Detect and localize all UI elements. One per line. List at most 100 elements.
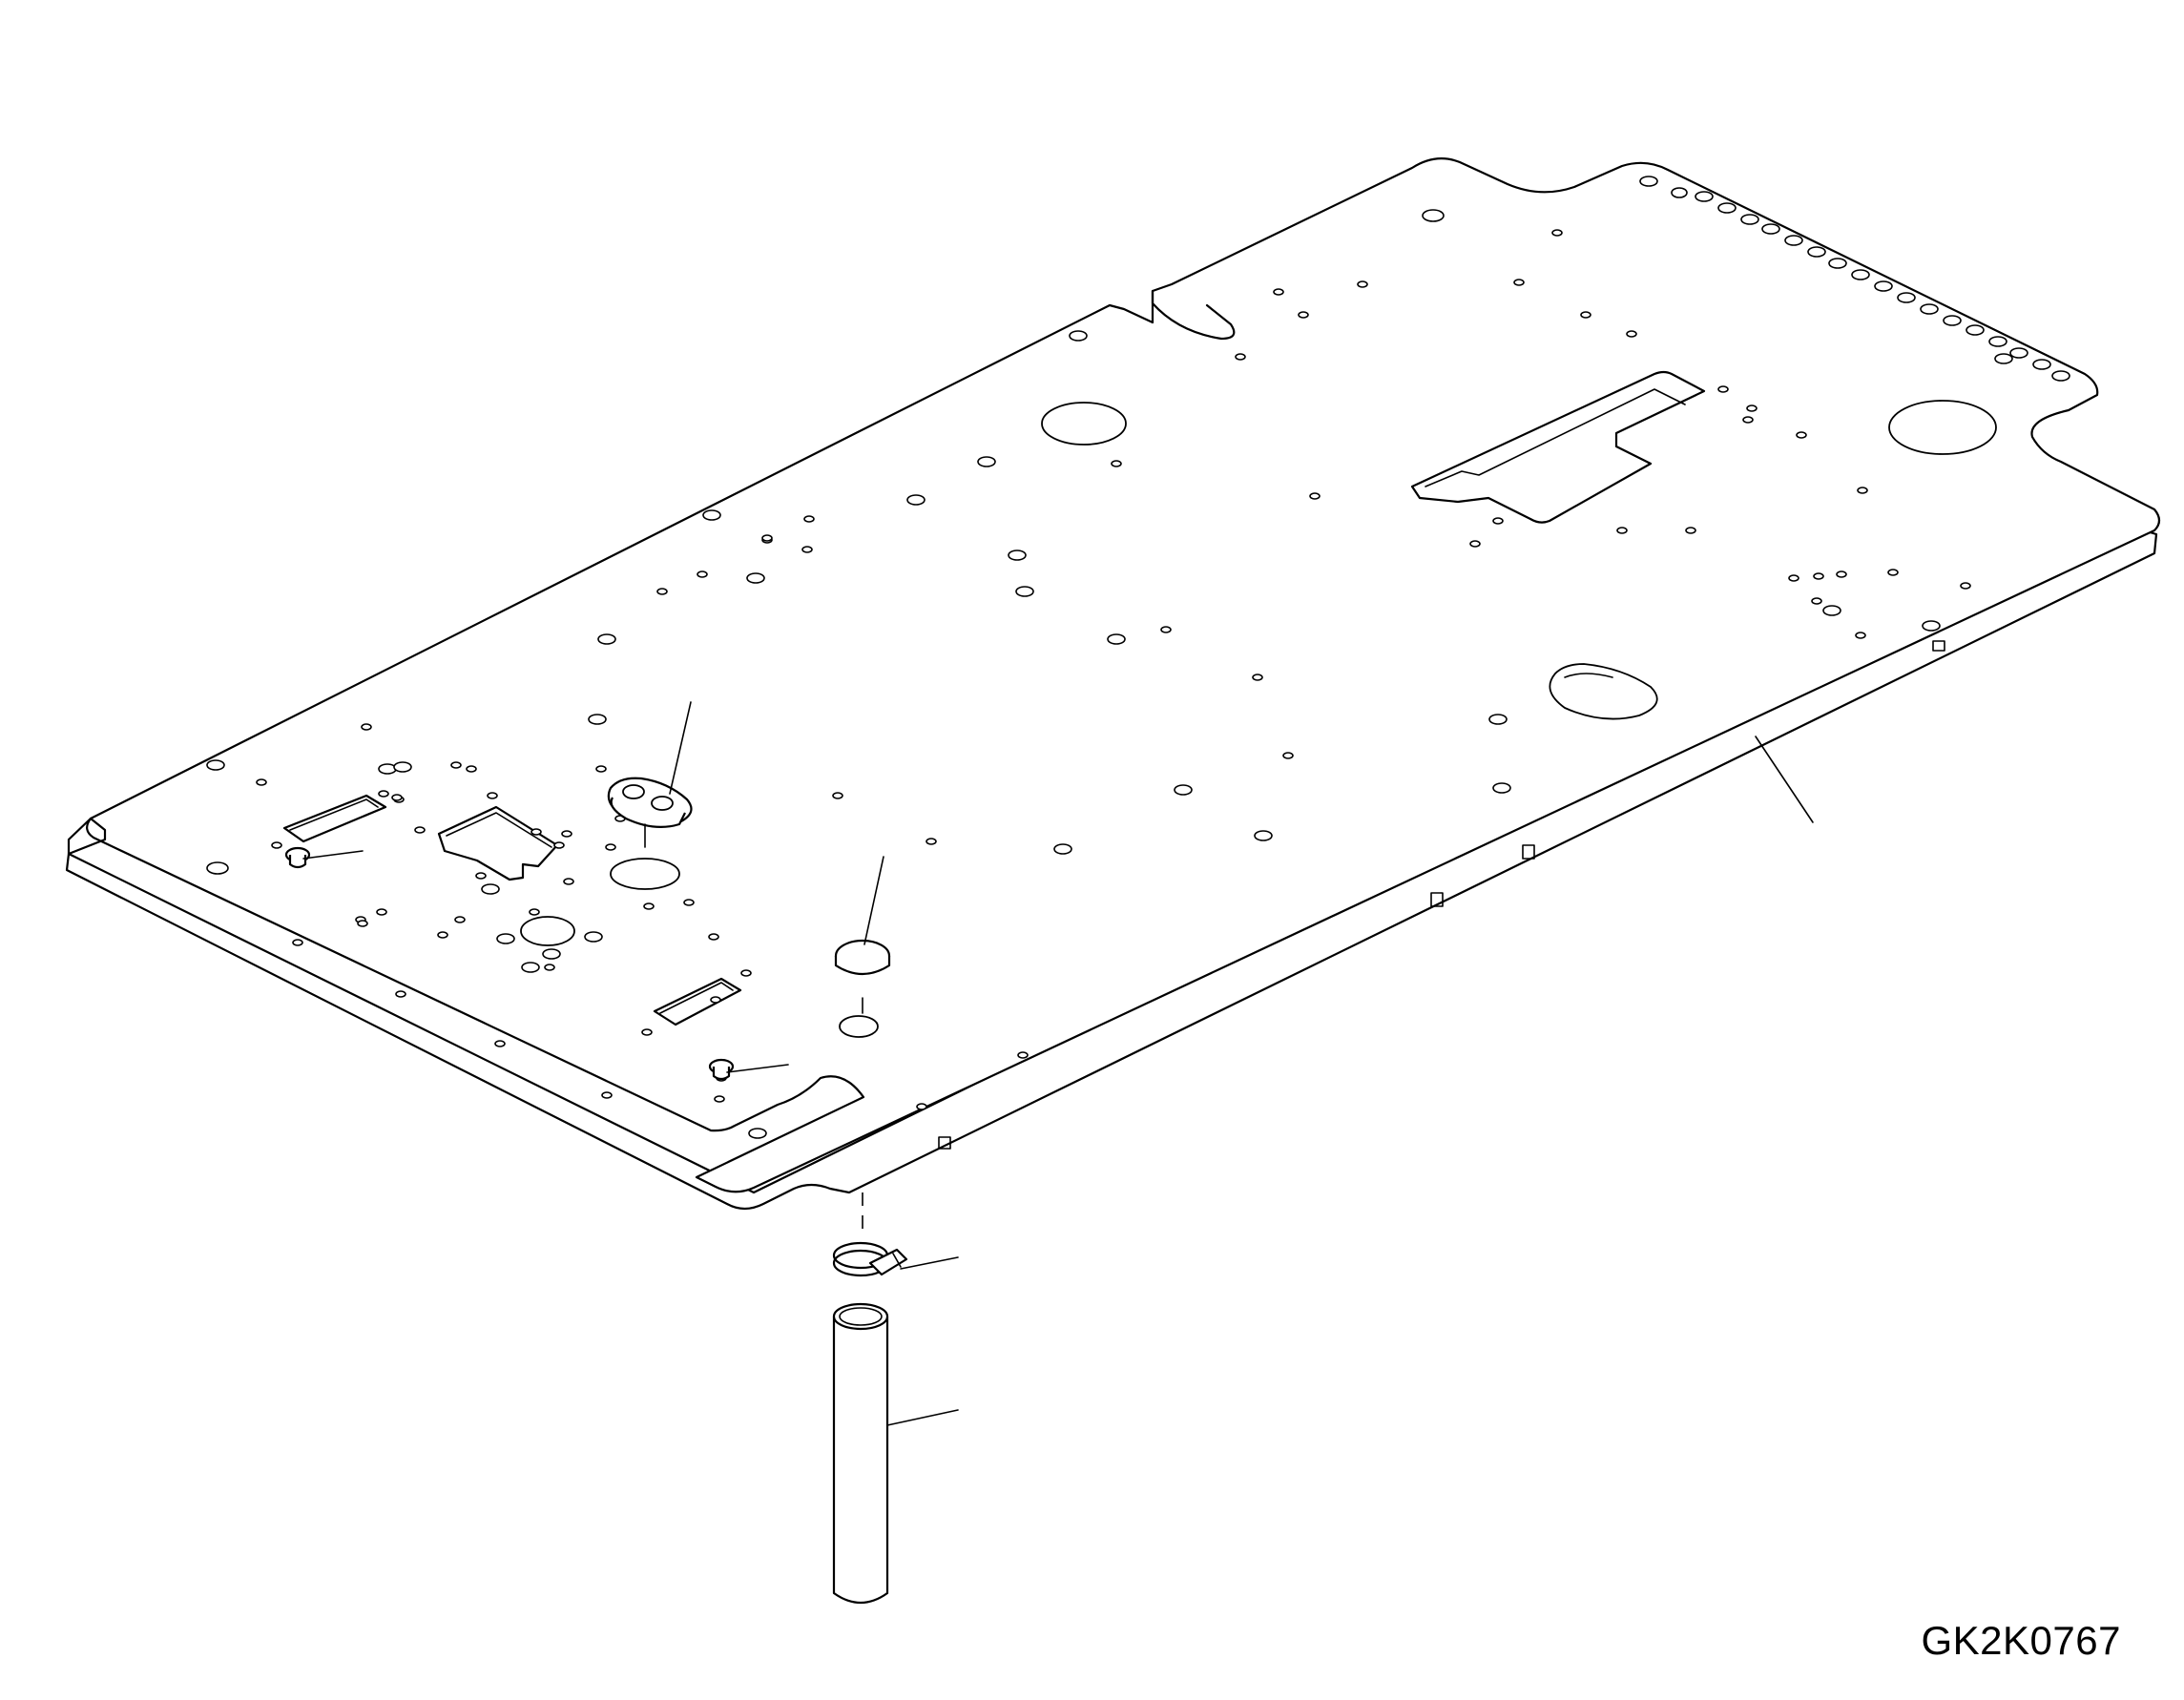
large-hole-top-right <box>1888 400 1997 455</box>
small-hole <box>1966 324 1985 336</box>
small-hole <box>1855 632 1866 639</box>
small-hole <box>1616 527 1628 534</box>
small-hole <box>916 1103 927 1110</box>
small-hole <box>1740 214 1759 225</box>
small-hole <box>1469 540 1481 548</box>
leader-hose-clamp <box>900 1256 959 1270</box>
small-hole <box>2032 359 2051 370</box>
small-hole <box>1252 674 1263 681</box>
slot-left-2 <box>653 977 742 1026</box>
drawing-code: GK2K0767 <box>1921 1618 2121 1663</box>
small-hole <box>1551 229 1563 237</box>
small-hole <box>1069 330 1088 342</box>
floor-plate <box>65 157 2161 1211</box>
small-hole <box>1960 582 1971 590</box>
small-hole <box>361 723 372 731</box>
hose-clamp <box>832 1192 908 1277</box>
small-hole <box>702 509 721 521</box>
small-hole <box>748 1128 767 1139</box>
small-hole <box>1943 315 1962 326</box>
small-hole <box>1813 572 1824 580</box>
small-hole <box>1788 574 1799 582</box>
small-hole <box>1254 830 1273 841</box>
rect-cutout <box>1410 370 1706 524</box>
large-hole-top-left <box>1041 402 1127 446</box>
small-hole <box>697 570 708 578</box>
small-hole <box>906 494 926 506</box>
small-hole <box>1492 517 1504 525</box>
small-hole <box>595 765 607 773</box>
small-hole <box>563 878 574 885</box>
leader-round-plug <box>863 856 884 945</box>
small-hole <box>1857 487 1868 494</box>
small-hole <box>1671 187 1688 198</box>
small-hole <box>391 794 403 801</box>
small-grommet-left <box>284 846 311 869</box>
small-grommet-front <box>708 1058 735 1081</box>
small-hole <box>1309 492 1321 500</box>
leader-double-grommet <box>669 701 692 795</box>
small-hole <box>601 1091 613 1099</box>
small-hole <box>1994 353 2013 364</box>
small-hole <box>1717 385 1729 393</box>
small-hole <box>2009 347 2028 359</box>
oval-slot <box>1549 663 1658 720</box>
small-hole <box>710 996 721 1004</box>
leader-lines <box>302 701 1814 1426</box>
small-hole <box>414 826 426 834</box>
small-hole <box>1357 280 1368 288</box>
small-hole <box>1811 597 1822 605</box>
small-hole <box>393 761 412 773</box>
small-hole <box>494 1040 506 1047</box>
small-hole <box>487 792 498 799</box>
small-hole <box>1988 336 2007 347</box>
small-hole <box>1053 843 1072 855</box>
small-hole <box>376 908 387 916</box>
small-hole <box>1717 202 1737 214</box>
small-hole <box>746 572 765 584</box>
drain-hose <box>832 1302 889 1604</box>
slot-mid <box>610 858 680 890</box>
small-hole <box>714 1095 725 1103</box>
small-hole <box>1887 569 1899 576</box>
small-hole <box>1008 549 1027 561</box>
small-hole <box>1807 246 1826 258</box>
small-hole <box>1111 460 1122 467</box>
small-hole <box>1796 431 1807 439</box>
small-hole <box>1160 626 1172 633</box>
small-hole <box>1492 782 1511 794</box>
hole-plug-seat <box>839 1015 879 1038</box>
small-hole <box>529 908 540 916</box>
small-hole <box>926 838 937 845</box>
small-hole <box>1746 404 1758 412</box>
small-hole <box>1298 311 1309 319</box>
small-hole <box>378 790 389 798</box>
small-hole <box>1836 570 1847 578</box>
small-hole <box>1828 258 1847 269</box>
small-hole <box>1626 330 1637 338</box>
small-hole <box>1273 288 1284 296</box>
small-hole <box>544 964 555 971</box>
small-hole <box>481 883 500 895</box>
small-hole <box>1235 353 1246 361</box>
small-hole <box>1015 586 1034 597</box>
small-hole <box>1742 416 1754 424</box>
small-hole <box>1488 714 1508 725</box>
small-hole <box>475 872 487 880</box>
small-hole <box>1761 223 1780 235</box>
round-plug <box>834 939 891 1014</box>
small-hole <box>530 828 542 836</box>
plate-tabs <box>938 640 1945 1150</box>
small-hole <box>206 759 225 771</box>
small-hole <box>395 990 406 998</box>
small-hole <box>1695 191 1714 202</box>
small-hole <box>450 761 462 769</box>
small-hole <box>561 830 572 838</box>
small-hole <box>1174 784 1193 796</box>
small-hole <box>437 931 448 939</box>
small-hole <box>496 933 515 944</box>
small-hole <box>588 714 607 725</box>
small-hole <box>2051 370 2070 382</box>
small-hole <box>1851 269 1870 280</box>
leader-drain-hose <box>886 1409 959 1426</box>
